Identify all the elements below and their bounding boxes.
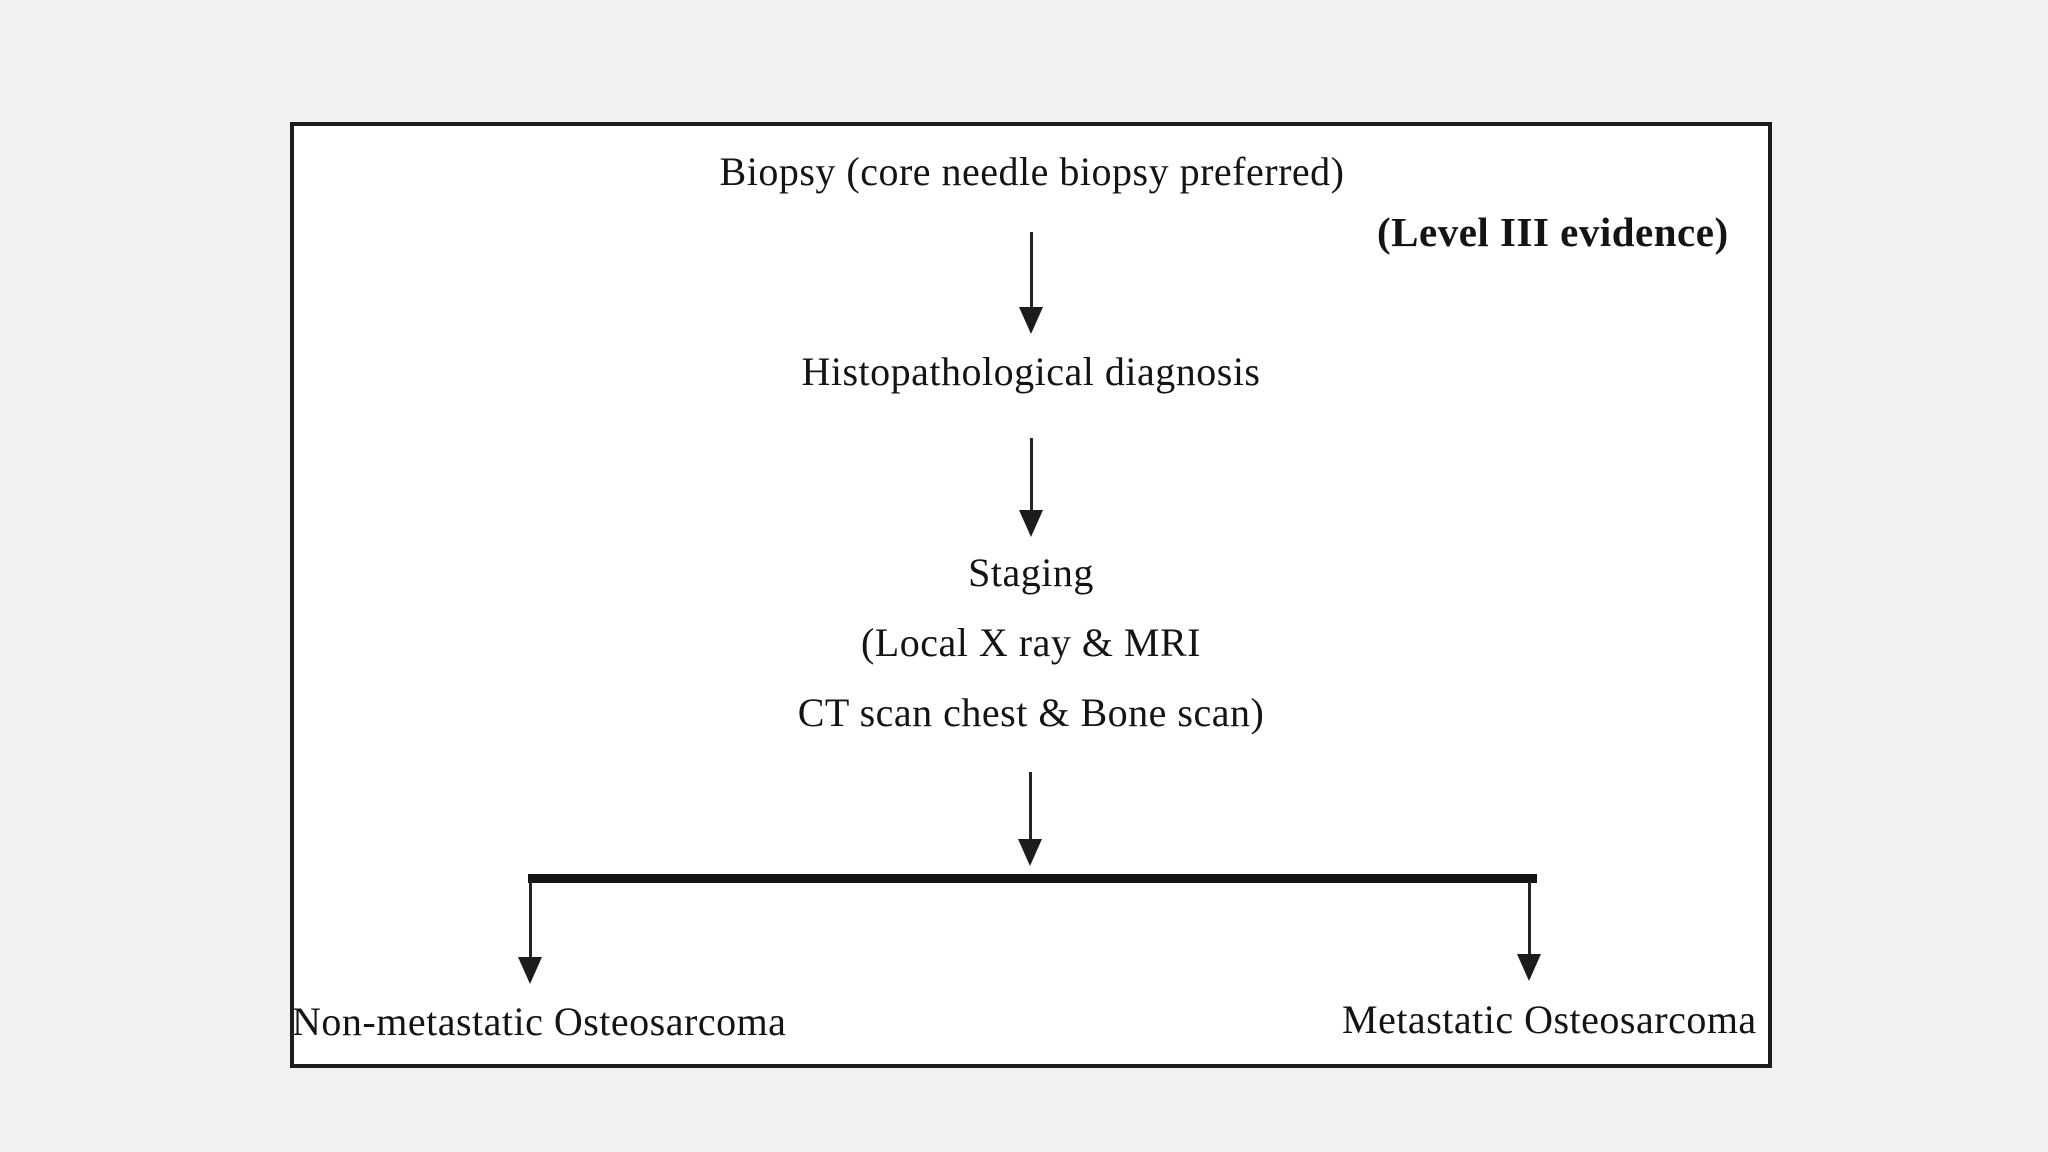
arrowhead-down-icon (1517, 954, 1541, 981)
arrowhead-down-icon (1019, 510, 1043, 537)
arrowhead-down-icon (1018, 839, 1042, 866)
node-staging: Staging (Local X ray & MRI CT scan chest… (798, 538, 1265, 748)
staging-detail-line2: CT scan chest & Bone scan) (797, 690, 1265, 735)
arrow-biopsy-to-histopathology (1018, 232, 1044, 334)
node-biopsy: Biopsy (core needle biopsy preferred) (719, 149, 1345, 194)
arrow-shaft (528, 881, 532, 957)
arrow-staging-to-branch (1017, 772, 1043, 866)
arrow-shaft (1029, 232, 1033, 307)
node-histopathological-diagnosis: Histopathological diagnosis (801, 349, 1261, 394)
arrow-branch-to-metastatic (1516, 881, 1542, 981)
evidence-level-note: (Level III evidence) (1377, 209, 1729, 255)
branch-bar (528, 874, 1537, 883)
arrowhead-down-icon (518, 957, 542, 984)
arrowhead-down-icon (1019, 307, 1043, 334)
arrow-shaft (1527, 881, 1531, 954)
arrow-branch-to-non-metastatic (517, 881, 543, 984)
staging-detail-line1: (Local X ray & MRI (860, 620, 1201, 665)
node-metastatic-osteosarcoma: Metastatic Osteosarcoma (1342, 997, 1757, 1042)
arrow-histopathology-to-staging (1018, 438, 1044, 537)
arrow-shaft (1029, 438, 1033, 510)
node-non-metastatic-osteosarcoma: Non-metastatic Osteosarcoma (292, 999, 787, 1044)
staging-title: Staging (968, 550, 1094, 595)
arrow-shaft (1028, 772, 1032, 839)
